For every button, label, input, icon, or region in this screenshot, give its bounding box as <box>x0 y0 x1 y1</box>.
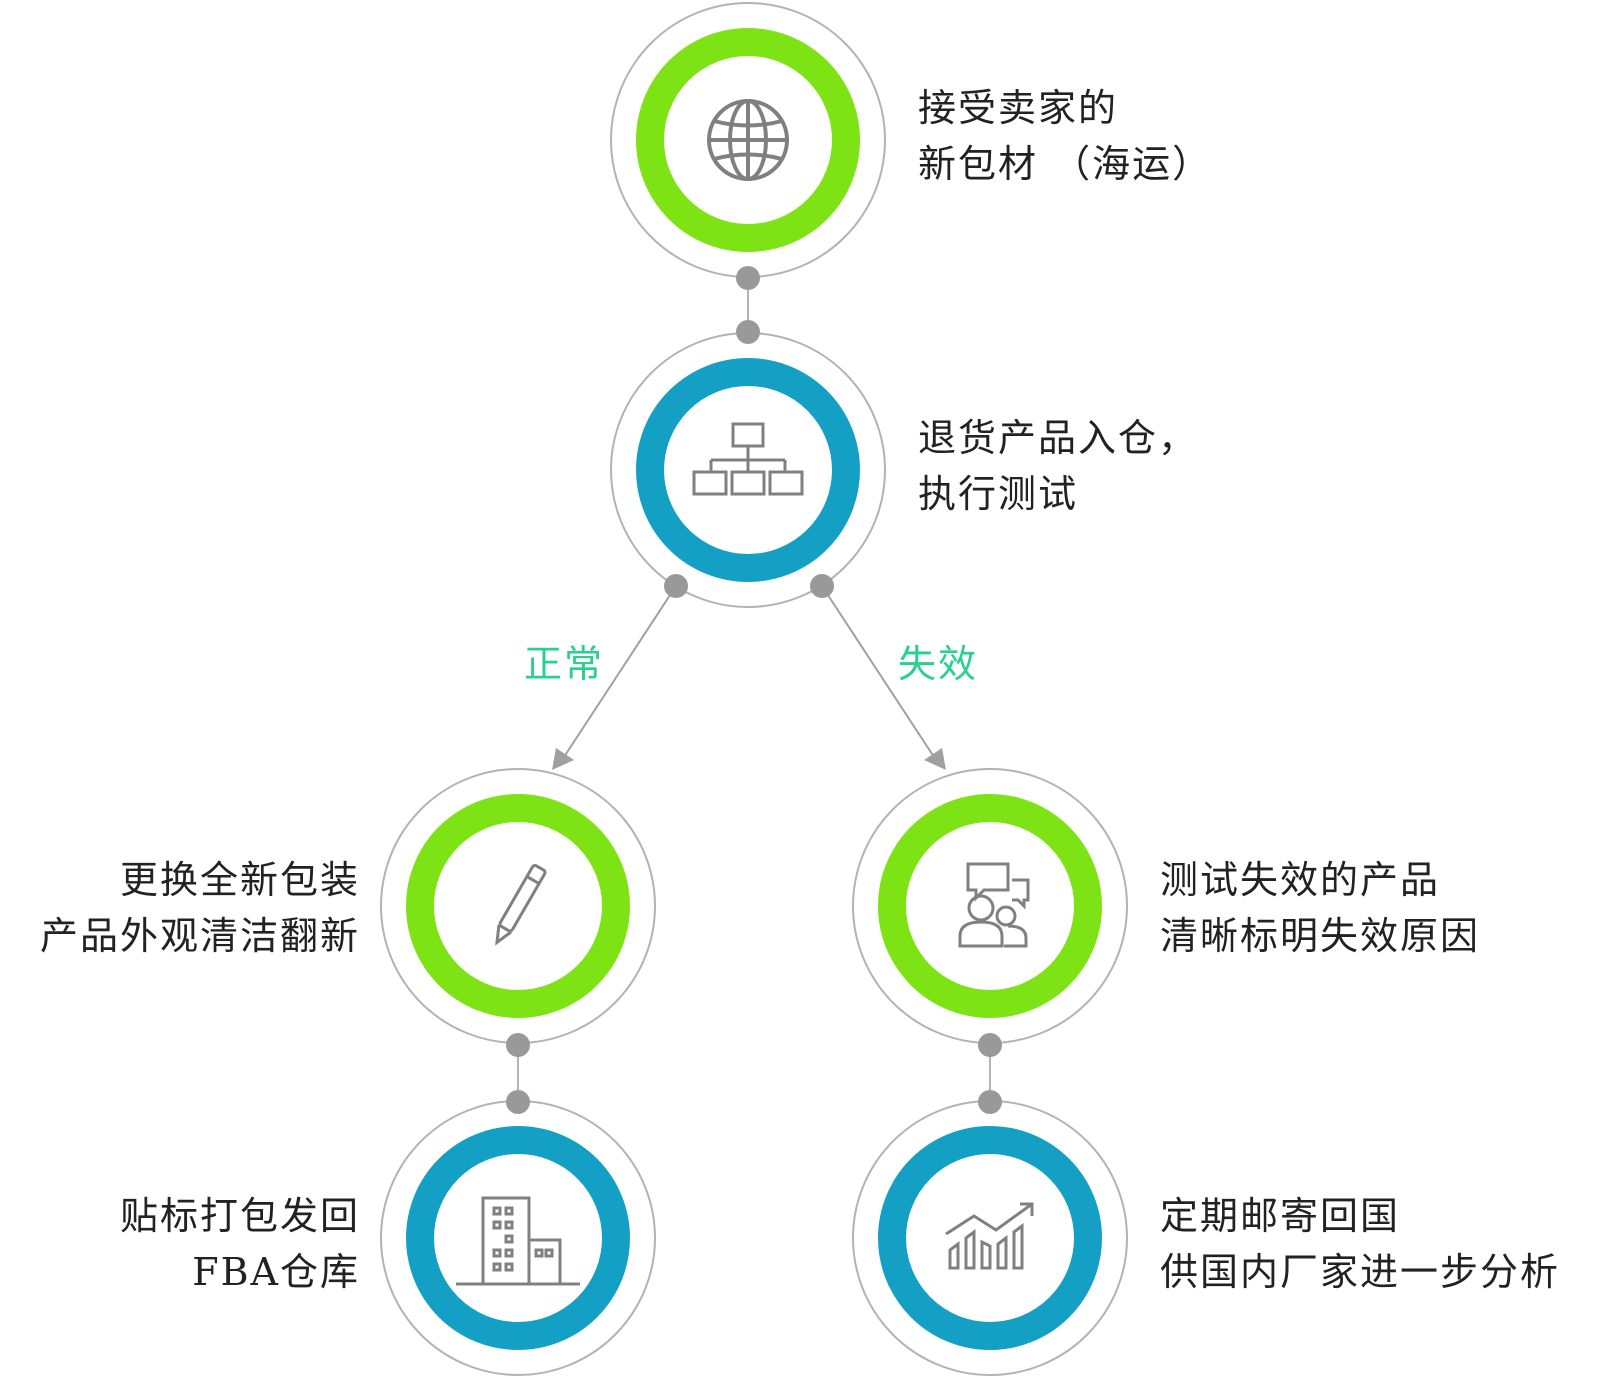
node-receive <box>610 2 886 278</box>
ring-blue <box>636 358 860 582</box>
growth-chart-icon <box>945 1202 1034 1270</box>
label-ship-fba: 贴标打包发回 FBA仓库 <box>120 1188 360 1300</box>
dot <box>736 266 760 290</box>
branch-label-failure: 失效 <box>898 642 979 686</box>
pen-icon <box>495 863 547 946</box>
node-ship-fba <box>380 1100 656 1376</box>
dot <box>978 1090 1002 1114</box>
dot <box>736 320 760 344</box>
node-failed <box>852 768 1128 1044</box>
org-chart-icon <box>692 422 804 496</box>
dot <box>506 1033 530 1057</box>
ring-blue <box>878 1126 1102 1350</box>
label-receive: 接受卖家的 新包材 （海运） <box>918 80 1212 192</box>
ring-green <box>636 28 860 252</box>
ring-blue <box>406 1126 630 1350</box>
label-line: 新包材 （海运） <box>918 142 1213 186</box>
label-line: 更换全新包装 <box>119 858 360 902</box>
arrowhead-normal <box>552 748 574 770</box>
node-mail-back <box>852 1100 1128 1376</box>
building-icon <box>456 1196 580 1286</box>
connector-dots <box>506 266 1002 1114</box>
label-line: 定期邮寄回国 <box>1160 1194 1401 1238</box>
dot <box>506 1090 530 1114</box>
label-line: 执行测试 <box>918 472 1079 516</box>
globe-icon <box>707 99 789 181</box>
branch-label-normal: 正常 <box>524 642 605 686</box>
label-line: 测试失效的产品 <box>1160 858 1441 902</box>
label-line: 接受卖家的 <box>918 86 1119 130</box>
label-repackage: 更换全新包装 产品外观清洁翻新 <box>40 852 360 964</box>
label-mail-back: 定期邮寄回国 供国内厂家进一步分析 <box>1160 1188 1560 1300</box>
ring-green <box>406 794 630 1018</box>
label-line: 供国内厂家进一步分析 <box>1160 1250 1561 1294</box>
arrow-failure <box>821 585 937 761</box>
label-line: 产品外观清洁翻新 <box>39 914 360 958</box>
ring-green <box>878 794 1102 1018</box>
dot <box>978 1033 1002 1057</box>
label-line: 清晰标明失效原因 <box>1160 914 1481 958</box>
dot <box>810 574 834 598</box>
node-repackage <box>380 768 656 1044</box>
dot <box>664 574 688 598</box>
label-failed: 测试失效的产品 清晰标明失效原因 <box>1160 852 1480 964</box>
label-line: 退货产品入仓， <box>918 416 1199 460</box>
arrow-normal <box>561 585 677 761</box>
label-line: 贴标打包发回 <box>119 1194 360 1238</box>
arrowhead-failure <box>924 748 946 770</box>
label-line: FBA仓库 <box>192 1250 360 1294</box>
chat-people-icon <box>958 862 1030 948</box>
label-inbound: 退货产品入仓， 执行测试 <box>918 410 1198 522</box>
node-inbound <box>610 332 886 608</box>
